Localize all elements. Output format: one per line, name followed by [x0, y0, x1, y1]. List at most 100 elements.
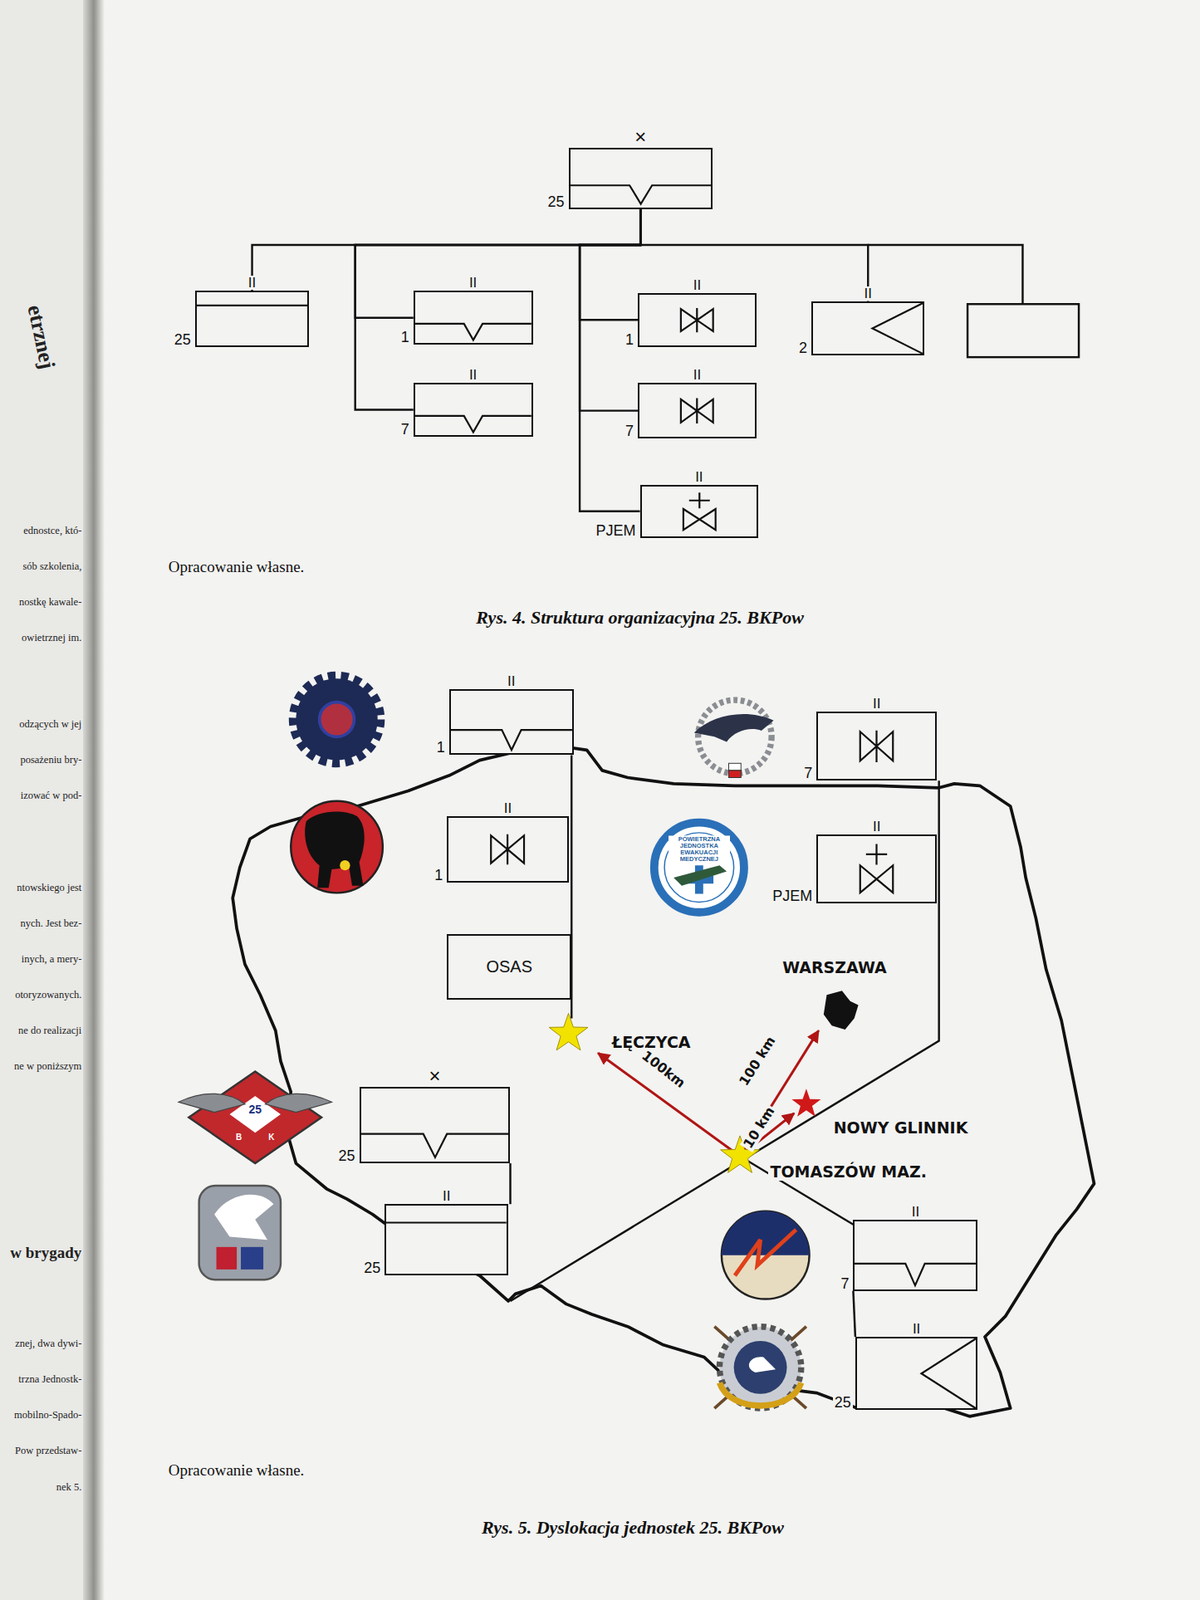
unit-number: 1	[623, 332, 636, 348]
echelon-mark: II	[693, 470, 705, 485]
echelon-mark: II	[862, 286, 874, 301]
echelon-mark: II	[467, 367, 479, 383]
unit-symbol	[361, 1088, 510, 1162]
star	[791, 1088, 821, 1117]
unit-symbol-stroke	[415, 416, 532, 433]
unit-number: 1	[432, 867, 445, 883]
page-text-fragment: otoryzowanych.	[14, 989, 82, 1002]
page-text-fragment: mobilno-Spado-	[14, 1410, 82, 1422]
unit-number: 25	[362, 1260, 383, 1276]
drawing-part	[719, 1327, 801, 1409]
unit-symbol	[639, 384, 755, 438]
page-text-fragment: sób szkolenia,	[22, 561, 82, 574]
unit-number: 1	[435, 739, 447, 755]
unit-symbol-stroke	[682, 492, 716, 530]
drawing-part	[719, 1382, 801, 1406]
org-connector	[579, 209, 641, 412]
drawing-part	[673, 865, 727, 887]
page-text-fragment: ednostce, któ-	[23, 525, 82, 538]
battalion-box: II1	[449, 689, 574, 756]
page-text-fragment: nych. Jest bez-	[19, 918, 82, 931]
org-connector	[355, 209, 641, 410]
unit-symbol-stroke	[386, 1222, 507, 1225]
helicopter-squadron-box: II7	[637, 382, 757, 440]
unit-number: 25	[546, 194, 567, 210]
logistics-box: II2	[811, 301, 925, 356]
echelon-mark: II	[440, 1189, 452, 1204]
page-text-fragment: inych, a mery-	[21, 954, 83, 966]
leader-line	[852, 1291, 855, 1338]
drawing-part	[188, 1071, 322, 1164]
drawing-part	[654, 822, 745, 913]
page-text-fragment: ne w poniższym	[14, 1061, 82, 1073]
emblem	[290, 801, 383, 894]
echelon-mark: II	[691, 278, 703, 293]
drawing-part	[178, 1093, 245, 1112]
org-connector	[579, 209, 641, 512]
emblem	[694, 700, 774, 778]
unit-number: 7	[399, 421, 412, 437]
page-text-fragment: znej, dwa dywi-	[14, 1338, 82, 1351]
drawing-part	[694, 714, 774, 742]
unit-number: 25	[337, 1148, 358, 1164]
drawing-part	[721, 1211, 810, 1256]
drawing-part	[729, 763, 742, 771]
unit-symbol-stroke	[570, 185, 711, 204]
helicopter-squadron-box: II7	[816, 711, 937, 782]
unit-number: 7	[838, 1276, 851, 1292]
medevac-unit-box: IIPJEM	[640, 484, 760, 539]
unit-symbol	[415, 384, 532, 436]
echelon-mark: II	[871, 819, 882, 834]
emblem	[714, 1327, 807, 1409]
unit-symbol-stroke	[920, 1338, 976, 1409]
unit-symbol-stroke	[415, 323, 532, 341]
page-text-fragment: owietrznej im.	[21, 632, 82, 645]
drawing-part	[304, 812, 365, 889]
drawing-part	[729, 770, 742, 779]
emblem	[199, 1185, 281, 1280]
drawing-part	[240, 1247, 264, 1270]
map-layer	[178, 244, 1094, 1417]
page-text-fragment: trzna Jednostk-	[18, 1374, 82, 1387]
unit-symbol	[448, 817, 567, 882]
unit-symbol-stroke	[450, 729, 573, 750]
drawing-part	[339, 860, 350, 871]
place-name: ŁĘCZYCA	[610, 1033, 693, 1052]
unit-symbol-stroke	[860, 729, 893, 762]
helicopter-squadron-box: II1	[446, 816, 569, 883]
unit-symbol-stroke	[680, 397, 714, 424]
unit-symbol-stroke	[872, 303, 924, 354]
echelon-mark: II	[505, 674, 517, 689]
unit-symbol-stroke	[361, 1134, 510, 1158]
echelon-mark: II	[467, 275, 479, 290]
unit-name: OSAS	[484, 958, 534, 975]
unit-symbol	[639, 294, 755, 346]
brigade-box: ×25	[359, 1087, 511, 1164]
unit-number: 1	[399, 329, 412, 345]
empty-unit-box	[967, 303, 1079, 358]
brigade-box: ×25	[568, 147, 713, 210]
unit-symbol-stroke	[196, 304, 309, 307]
figure-caption: Rys. 4. Struktura organizacyjna 25. BKPo…	[475, 607, 804, 627]
drawing-part	[265, 1093, 333, 1112]
emblem-text: POWIETRZNA JEDNOSTKA EWAKUACJI MEDYCZNEJ	[668, 835, 730, 863]
unit-number: PJEM	[594, 523, 638, 539]
unit-symbol-stroke	[680, 308, 714, 333]
page-heading-fragment: w brygady	[9, 1244, 82, 1263]
echelon-mark: II	[691, 367, 703, 383]
star	[548, 1013, 588, 1050]
distance-label: 10 km	[739, 1102, 779, 1152]
drawing-part	[319, 702, 355, 738]
page-text-fragment: odzących w jej	[19, 719, 82, 731]
drawing-part	[214, 1195, 274, 1240]
echelon-mark: ×	[632, 127, 648, 147]
unit-symbol	[817, 713, 936, 780]
battalion-box: II7	[852, 1219, 978, 1292]
emblem	[178, 1071, 332, 1164]
source-note: Opracowanie własne.	[168, 1462, 305, 1480]
drawing-part	[721, 1211, 810, 1300]
emblem-text: 25	[247, 1103, 263, 1117]
drawing-part	[664, 832, 735, 903]
